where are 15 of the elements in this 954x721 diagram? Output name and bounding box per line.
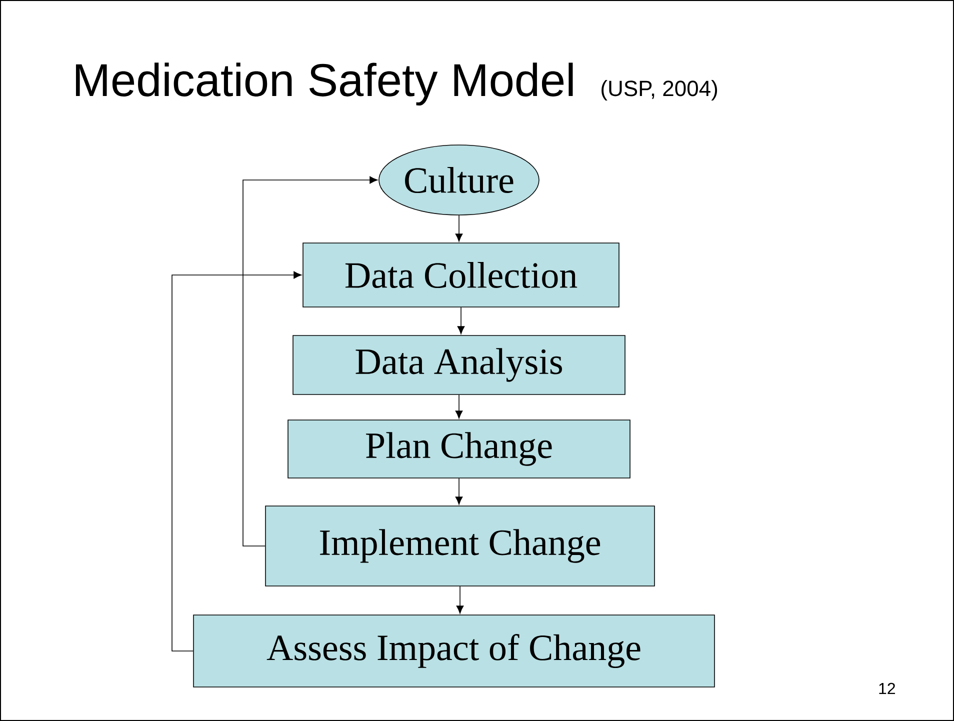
arrow xyxy=(242,176,378,546)
arrow xyxy=(457,307,465,334)
title: Medication Safety Model xyxy=(76,62,573,106)
process-box: Plan Change xyxy=(288,420,630,478)
arrow xyxy=(455,215,463,242)
arrow xyxy=(455,478,463,505)
citation: (USP, 2004) xyxy=(602,80,718,101)
arrow xyxy=(455,394,463,419)
process-box: Implement Change xyxy=(265,506,655,586)
page-number: 12 xyxy=(879,682,895,694)
process-box: Data Analysis xyxy=(292,335,626,395)
process-box: Assess Impact of Change xyxy=(193,614,715,688)
arrow xyxy=(456,586,464,614)
process-box: Data Collection xyxy=(302,242,620,308)
arrow xyxy=(172,271,302,652)
